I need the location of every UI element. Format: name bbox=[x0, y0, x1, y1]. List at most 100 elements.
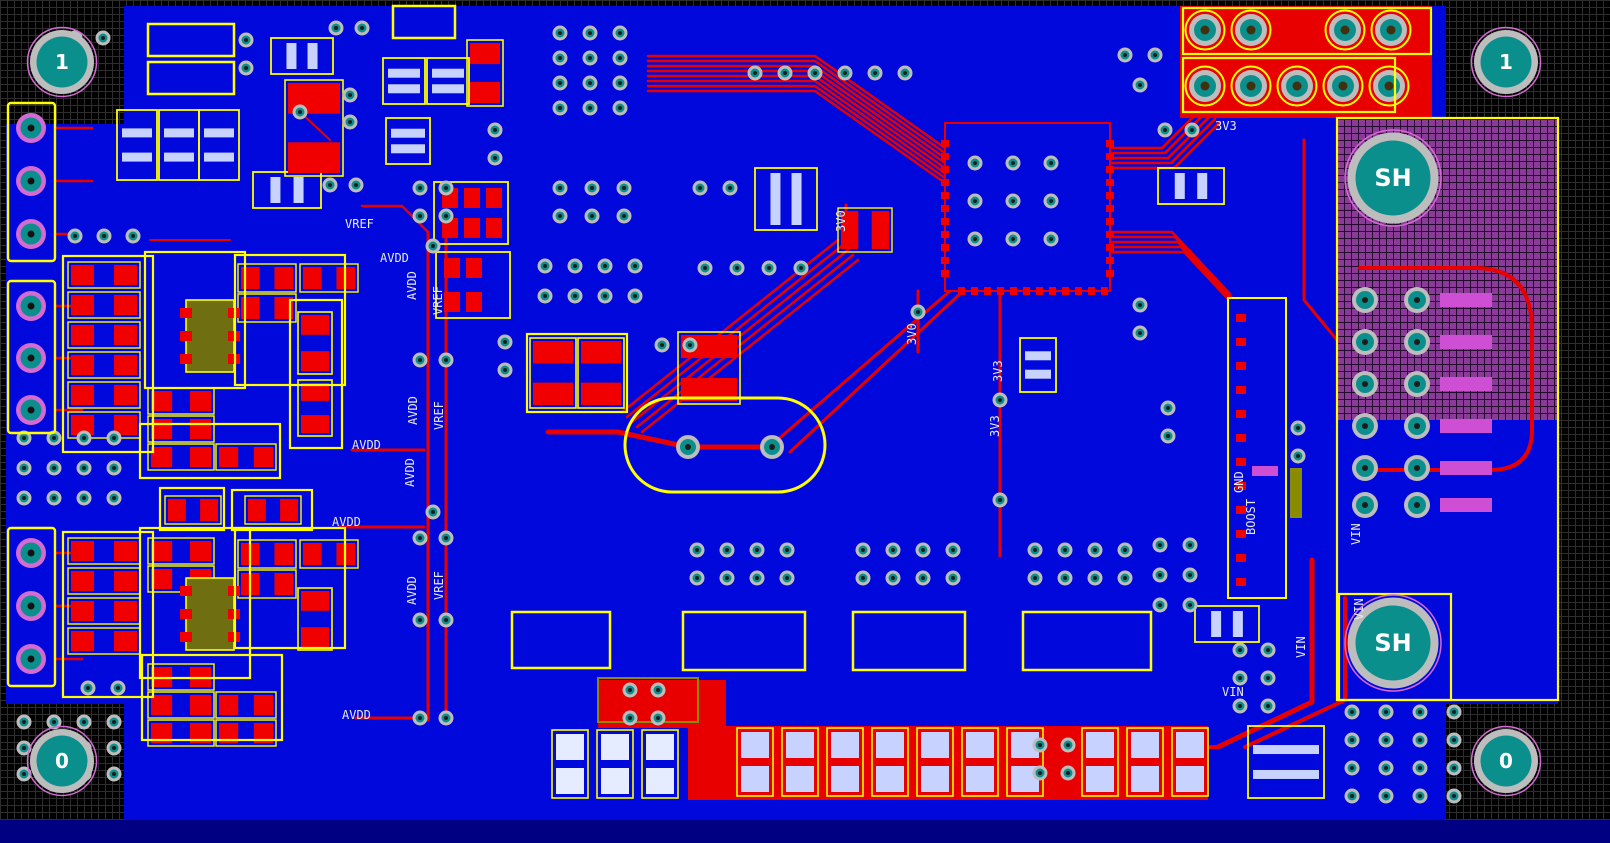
smd-part-outline[interactable] bbox=[529, 337, 577, 409]
capacitor-outline[interactable] bbox=[1157, 167, 1225, 205]
capacitor-outline[interactable] bbox=[382, 57, 426, 105]
via-hole bbox=[82, 466, 86, 470]
smd-part-outline[interactable] bbox=[67, 291, 141, 319]
smd-part-outline[interactable] bbox=[677, 331, 741, 405]
part-array-outline[interactable] bbox=[435, 251, 511, 319]
capacitor-outline[interactable] bbox=[754, 167, 818, 231]
smd-part-outline[interactable] bbox=[837, 207, 893, 253]
bottom-connector-part[interactable] bbox=[736, 727, 774, 797]
pad bbox=[301, 415, 329, 433]
smd-part-outline[interactable] bbox=[147, 415, 215, 443]
pad bbox=[1176, 732, 1204, 758]
dip-component[interactable] bbox=[185, 299, 235, 373]
bottom-connector-part[interactable] bbox=[551, 729, 589, 799]
component-outline[interactable] bbox=[681, 610, 807, 672]
via-hole bbox=[493, 128, 497, 132]
smd-part-outline[interactable] bbox=[299, 263, 359, 293]
smd-part-outline[interactable] bbox=[67, 321, 141, 349]
pad bbox=[71, 385, 95, 405]
smd-part-outline[interactable] bbox=[147, 443, 215, 471]
capacitor-outline[interactable] bbox=[252, 171, 322, 209]
pad bbox=[71, 355, 95, 375]
via-hole bbox=[1452, 710, 1456, 714]
component-outline[interactable] bbox=[1021, 610, 1153, 672]
capacitor-outline[interactable] bbox=[1194, 605, 1260, 643]
pad bbox=[1086, 766, 1114, 792]
capacitor-outline[interactable] bbox=[270, 37, 334, 75]
pad bbox=[113, 571, 137, 591]
via-hole bbox=[1138, 303, 1142, 307]
pad bbox=[219, 723, 239, 743]
pad bbox=[966, 732, 994, 758]
smd-part-outline[interactable] bbox=[237, 263, 297, 293]
via-hole bbox=[633, 264, 637, 268]
capacitor-outline[interactable] bbox=[198, 109, 240, 181]
component-outline[interactable] bbox=[510, 610, 612, 670]
smd-part-outline[interactable] bbox=[237, 569, 297, 599]
smd-part-outline[interactable] bbox=[299, 539, 359, 569]
edge-connector-outline[interactable] bbox=[6, 526, 57, 688]
capacitor-outline[interactable] bbox=[116, 109, 158, 181]
silk-group-border bbox=[288, 298, 344, 450]
smd-part-outline[interactable] bbox=[244, 495, 302, 525]
smd-part-outline[interactable] bbox=[67, 351, 141, 379]
bottom-connector-part[interactable] bbox=[826, 727, 864, 797]
ic-component[interactable] bbox=[944, 122, 1111, 292]
bottom-connector-part[interactable] bbox=[871, 727, 909, 797]
pad bbox=[151, 447, 173, 467]
smd-part-outline[interactable] bbox=[577, 337, 625, 409]
smd-part-outline[interactable] bbox=[67, 261, 141, 289]
capacitor-outline[interactable] bbox=[385, 117, 431, 165]
connector-pad-hole bbox=[27, 230, 35, 238]
smd-part-outline[interactable] bbox=[284, 79, 344, 177]
smd-part-outline[interactable] bbox=[215, 443, 277, 471]
edge-connector-outline[interactable] bbox=[6, 279, 57, 435]
smd-part-outline[interactable] bbox=[215, 691, 277, 719]
bottom-connector-part[interactable] bbox=[1171, 727, 1209, 797]
smd-part-outline[interactable] bbox=[147, 537, 215, 565]
smd-part-outline[interactable] bbox=[237, 539, 297, 569]
dip-component[interactable] bbox=[185, 577, 235, 651]
bottom-connector-part[interactable] bbox=[596, 729, 634, 799]
mount-hole-ring bbox=[1470, 725, 1542, 797]
smd-part-outline[interactable] bbox=[147, 691, 215, 719]
smd-part-outline[interactable] bbox=[215, 719, 277, 747]
board-bottom-bar bbox=[0, 820, 1610, 843]
part-array-outline[interactable] bbox=[433, 181, 509, 245]
via-hole bbox=[1158, 543, 1162, 547]
bottom-connector-part[interactable] bbox=[1006, 727, 1044, 797]
pad bbox=[444, 258, 460, 278]
bottom-connector-part[interactable] bbox=[916, 727, 954, 797]
via-hole bbox=[728, 186, 732, 190]
smd-part-outline[interactable] bbox=[164, 495, 222, 525]
via-hole bbox=[785, 548, 789, 552]
smd-part-outline[interactable] bbox=[147, 719, 215, 747]
bottom-connector-part[interactable] bbox=[961, 727, 999, 797]
smd-part-outline[interactable] bbox=[297, 311, 333, 375]
pad bbox=[1236, 410, 1246, 418]
via-hole bbox=[1049, 161, 1053, 165]
capacitor-outline[interactable] bbox=[1247, 725, 1325, 799]
bottom-connector-part[interactable] bbox=[781, 727, 819, 797]
smd-part-outline[interactable] bbox=[297, 379, 333, 437]
smd-part-outline[interactable] bbox=[67, 381, 141, 409]
via-hole bbox=[1418, 794, 1422, 798]
module-pad-hole bbox=[1414, 381, 1420, 387]
module-component[interactable] bbox=[1227, 297, 1287, 599]
pad bbox=[841, 211, 859, 249]
bottom-connector-part[interactable] bbox=[1126, 727, 1164, 797]
component-outline[interactable] bbox=[146, 22, 236, 58]
smd-part-outline[interactable] bbox=[466, 39, 504, 107]
smd-part-outline[interactable] bbox=[297, 587, 333, 651]
edge-connector-outline[interactable] bbox=[6, 101, 57, 263]
bottom-connector-part[interactable] bbox=[641, 729, 679, 799]
component-outline[interactable] bbox=[851, 610, 967, 672]
net-label: VIN bbox=[1222, 685, 1244, 699]
via-hole bbox=[1266, 648, 1270, 652]
component-outline[interactable] bbox=[391, 4, 457, 40]
component-outline[interactable] bbox=[146, 60, 236, 96]
capacitor-outline[interactable] bbox=[1019, 337, 1057, 393]
bottom-connector-part[interactable] bbox=[1081, 727, 1119, 797]
capacitor-outline[interactable] bbox=[426, 57, 470, 105]
